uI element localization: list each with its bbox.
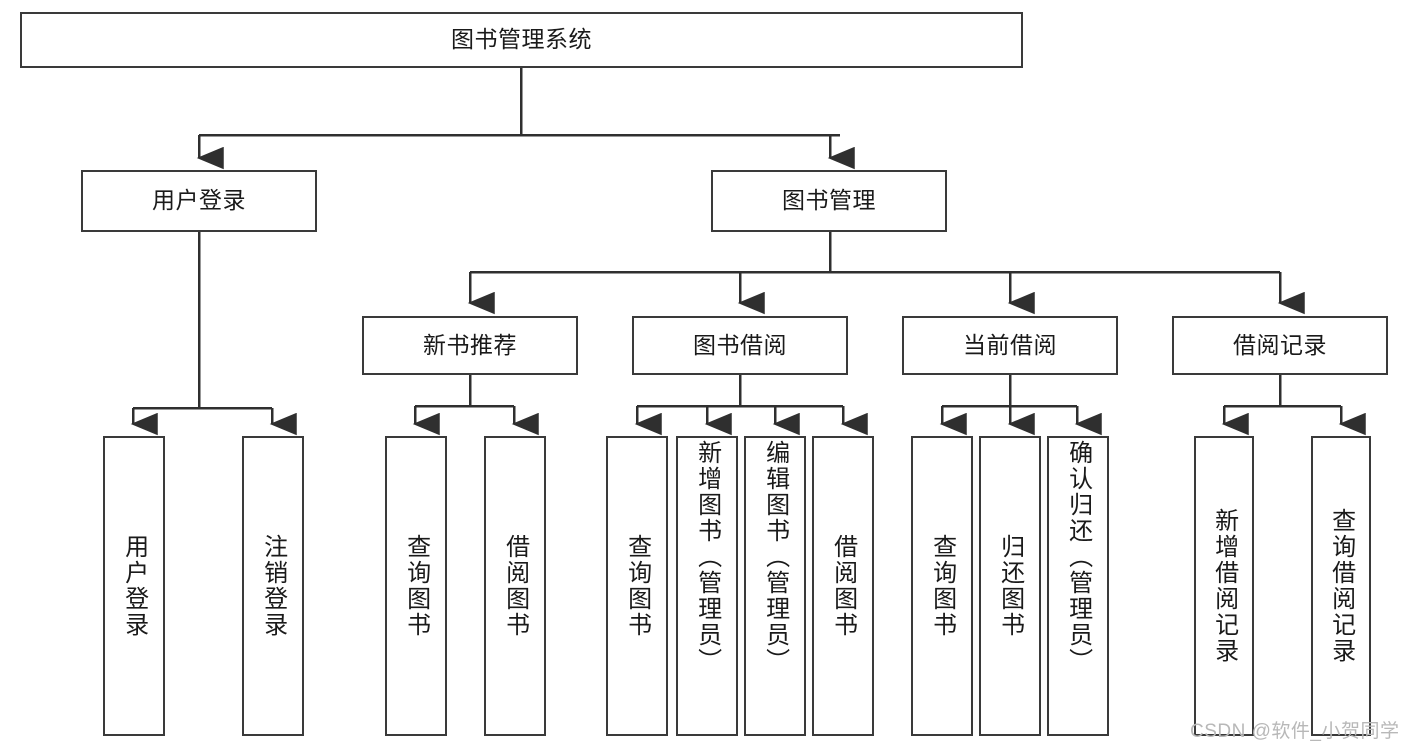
leaf-current-confirm-return-admin[interactable]: 确认归还（管理员） — [1047, 436, 1109, 736]
node-label: 新书推荐 — [423, 331, 517, 358]
node-label: 查询图书 — [928, 534, 956, 638]
node-new-book-recommend[interactable]: 新书推荐 — [362, 316, 578, 375]
node-user-login[interactable]: 用户登录 — [81, 170, 317, 232]
node-label: 借阅记录 — [1233, 331, 1327, 358]
leaf-record-add-record[interactable]: 新增借阅记录 — [1194, 436, 1254, 736]
leaf-user-login-login[interactable]: 用户登录 — [103, 436, 165, 736]
node-label: 借阅图书 — [829, 534, 857, 638]
node-label: 新增借阅记录 — [1210, 508, 1238, 664]
leaf-borrow-add-book-admin[interactable]: 新增图书（管理员） — [676, 436, 738, 736]
leaf-record-query-record[interactable]: 查询借阅记录 — [1311, 436, 1371, 736]
node-book-management[interactable]: 图书管理 — [711, 170, 947, 232]
node-label: 图书管理系统 — [451, 26, 592, 53]
node-label: 图书借阅 — [693, 331, 787, 358]
node-label: 注销登录 — [259, 534, 287, 638]
node-label: 编辑图书（管理员） — [761, 440, 789, 674]
node-label: 归还图书 — [996, 534, 1024, 638]
leaf-current-return-book[interactable]: 归还图书 — [979, 436, 1041, 736]
node-label: 当前借阅 — [963, 331, 1057, 358]
node-label: 借阅图书 — [501, 534, 529, 638]
node-label: 确认归还（管理员） — [1064, 440, 1092, 674]
node-current-borrow[interactable]: 当前借阅 — [902, 316, 1118, 375]
leaf-user-login-logout[interactable]: 注销登录 — [242, 436, 304, 736]
leaf-borrow-query-book[interactable]: 查询图书 — [606, 436, 668, 736]
node-label: 查询图书 — [402, 534, 430, 638]
node-borrow-record[interactable]: 借阅记录 — [1172, 316, 1388, 375]
node-label: 图书管理 — [782, 187, 876, 214]
leaf-recommend-query-book[interactable]: 查询图书 — [385, 436, 447, 736]
node-root-system[interactable]: 图书管理系统 — [20, 12, 1023, 68]
node-label: 新增图书（管理员） — [693, 440, 721, 674]
node-label: 查询借阅记录 — [1327, 508, 1355, 664]
node-label: 用户登录 — [120, 534, 148, 638]
leaf-current-query-book[interactable]: 查询图书 — [911, 436, 973, 736]
leaf-recommend-borrow-book[interactable]: 借阅图书 — [484, 436, 546, 736]
node-book-borrow[interactable]: 图书借阅 — [632, 316, 848, 375]
leaf-borrow-edit-book-admin[interactable]: 编辑图书（管理员） — [744, 436, 806, 736]
node-label: 用户登录 — [152, 187, 246, 214]
node-label: 查询图书 — [623, 534, 651, 638]
leaf-borrow-borrow-book[interactable]: 借阅图书 — [812, 436, 874, 736]
